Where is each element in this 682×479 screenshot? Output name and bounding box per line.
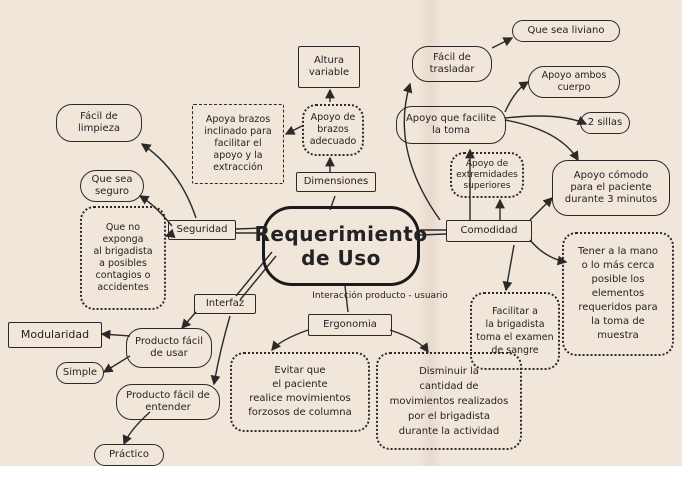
node-producto-facil-entender: Producto fácil de entender xyxy=(116,384,220,420)
node-practico: Práctico xyxy=(94,444,164,466)
node-que-no-exponga: Que no exponga al brigadista a posibles … xyxy=(80,206,166,310)
link-int-usar xyxy=(181,311,197,330)
link-seg-expone xyxy=(164,228,176,238)
link-toma-comodo xyxy=(504,119,579,162)
node-apoyo-comodo: Apoyo cómodo para el paciente durante 3 … xyxy=(552,160,670,216)
node-altura-variable: Altura variable xyxy=(298,46,360,88)
link-trasladar-liviano xyxy=(491,37,514,49)
link-com-trasladar xyxy=(402,82,441,221)
node-facilitar-brigadista: Facilitar a la brigadista toma el examen… xyxy=(470,292,560,370)
link-central-seguridad xyxy=(235,227,263,230)
node-que-sea-liviano: Que sea liviano xyxy=(512,20,620,42)
node-que-sea-seguro: Que sea seguro xyxy=(80,170,144,202)
node-facil-trasladar: Fácil de trasladar xyxy=(412,46,492,82)
link-entender-practico xyxy=(122,411,151,446)
branch-seguridad: Seguridad xyxy=(168,220,236,240)
link-toma-ambos xyxy=(504,81,530,113)
link-central-comodidad-2 xyxy=(419,233,447,236)
branch-comodidad: Comodidad xyxy=(446,220,532,242)
link-brazos-inclinado xyxy=(284,125,303,135)
node-disminuir-movimientos: Disminuir la cantidad de movimientos rea… xyxy=(376,352,522,450)
central-node-requerimiento-de-uso: Requerimiento de Uso xyxy=(254,206,427,286)
node-dos-sillas: 2 sillas xyxy=(580,112,630,134)
link-com-facilitar xyxy=(502,244,515,292)
node-apoyo-extremidades: Apoyo de extremidades superiores xyxy=(450,152,524,198)
link-usar-modularidad xyxy=(100,329,131,340)
node-simple: Simple xyxy=(56,362,104,384)
link-int-entender xyxy=(210,315,231,386)
node-apoya-brazos-inclinado: Apoya brazos inclinado para facilitar el… xyxy=(192,104,284,184)
node-modularidad: Modularidad xyxy=(8,322,102,348)
node-apoyo-ambos-cuerpo: Apoyo ambos cuerpo xyxy=(528,66,620,98)
branch-dimensiones: Dimensiones xyxy=(296,172,376,192)
link-ergo-disminuir xyxy=(389,329,429,354)
link-seg-limpieza xyxy=(140,143,197,219)
node-producto-facil-usar: Producto fácil de usar xyxy=(126,328,212,368)
bottom-margin xyxy=(0,466,682,479)
branch-ergonomia: Ergonomia xyxy=(308,314,392,336)
link-central-ergonomia xyxy=(344,285,349,313)
link-ergo-evitar xyxy=(271,329,309,352)
branch-interfaz: Interfaz xyxy=(194,294,256,314)
node-facil-limpieza: Fácil de limpieza xyxy=(56,104,142,142)
node-tener-a-la-mano: Tener a la mano o lo más cerca posible l… xyxy=(562,232,674,356)
link-com-tener xyxy=(529,239,568,266)
label-interaccion-producto-usuario: Interacción producto - usuario xyxy=(312,291,448,301)
node-evitar-movimientos: Evitar que el paciente realice movimient… xyxy=(230,352,370,432)
node-apoyo-de-brazos: Apoyo de brazos adecuado xyxy=(302,104,364,156)
link-usar-simple xyxy=(102,355,131,373)
link-com-apoyo-comodo xyxy=(529,197,553,221)
node-apoyo-facilite-toma: Apoyo que facilite la toma xyxy=(396,106,506,144)
